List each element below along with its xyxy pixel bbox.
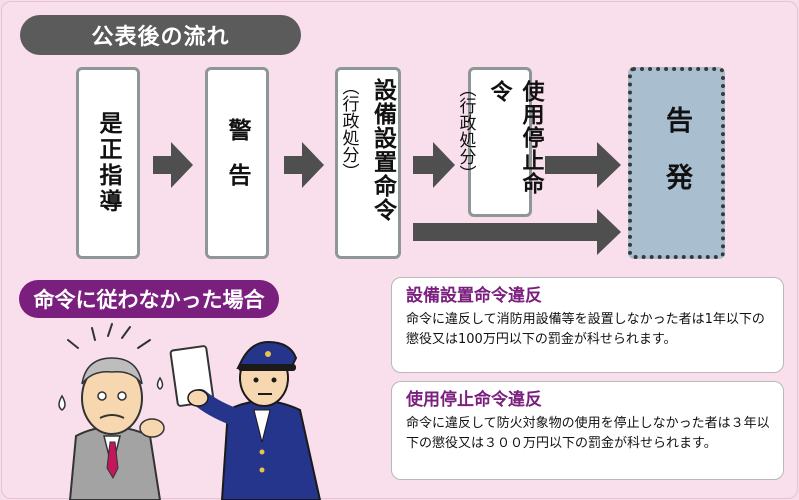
step-note: （行政処分） <box>455 80 476 182</box>
arrow-right-icon <box>413 142 455 188</box>
use-suspension-violation-card: 使用停止命令違反 命令に違反して防火対象物の使用を停止しなかった者は３年以下の懲… <box>391 381 784 480</box>
card-title: 設備設置命令違反 <box>406 286 542 306</box>
card-body: 命令に違反して防火対象物の使用を停止しなかった者は３年以下の懲役又は３００万円以… <box>406 416 770 451</box>
step-use-suspension-order: 使用停止命令 （行政処分） <box>456 67 544 217</box>
arrow-right-icon <box>545 142 621 188</box>
step-label: 警告 <box>224 118 250 208</box>
card-body: 命令に違反して消防用設備等を設置しなかった者は1年以下の懲役又は100万円以下の… <box>406 312 765 347</box>
step-warning: 警告 <box>205 67 269 259</box>
result-prosecution: 告発 <box>628 67 725 259</box>
flow-heading: 公表後の流れ <box>20 15 301 55</box>
officer-serving-order-illustration <box>58 323 322 500</box>
step-label: 是正指導 <box>95 111 121 215</box>
noncompliance-heading: 命令に従わなかった場合 <box>19 280 279 318</box>
installation-order-violation-card: 設備設置命令違反 命令に違反して消防用設備等を設置しなかった者は1年以下の懲役又… <box>391 277 784 373</box>
arrow-right-icon <box>153 142 193 188</box>
arrow-right-icon <box>284 142 324 188</box>
step-installation-order: 設備設置命令 （行政処分） <box>335 67 401 259</box>
result-label: 告発 <box>661 106 692 220</box>
arrow-right-long-icon <box>413 209 621 255</box>
step-correction-guidance: 是正指導 <box>76 67 140 259</box>
step-note: （行政処分） <box>338 78 359 180</box>
step-label: 設備設置命令 <box>369 78 396 222</box>
card-title: 使用停止命令違反 <box>406 390 542 410</box>
step-label: 使用停止命令 <box>486 80 544 195</box>
